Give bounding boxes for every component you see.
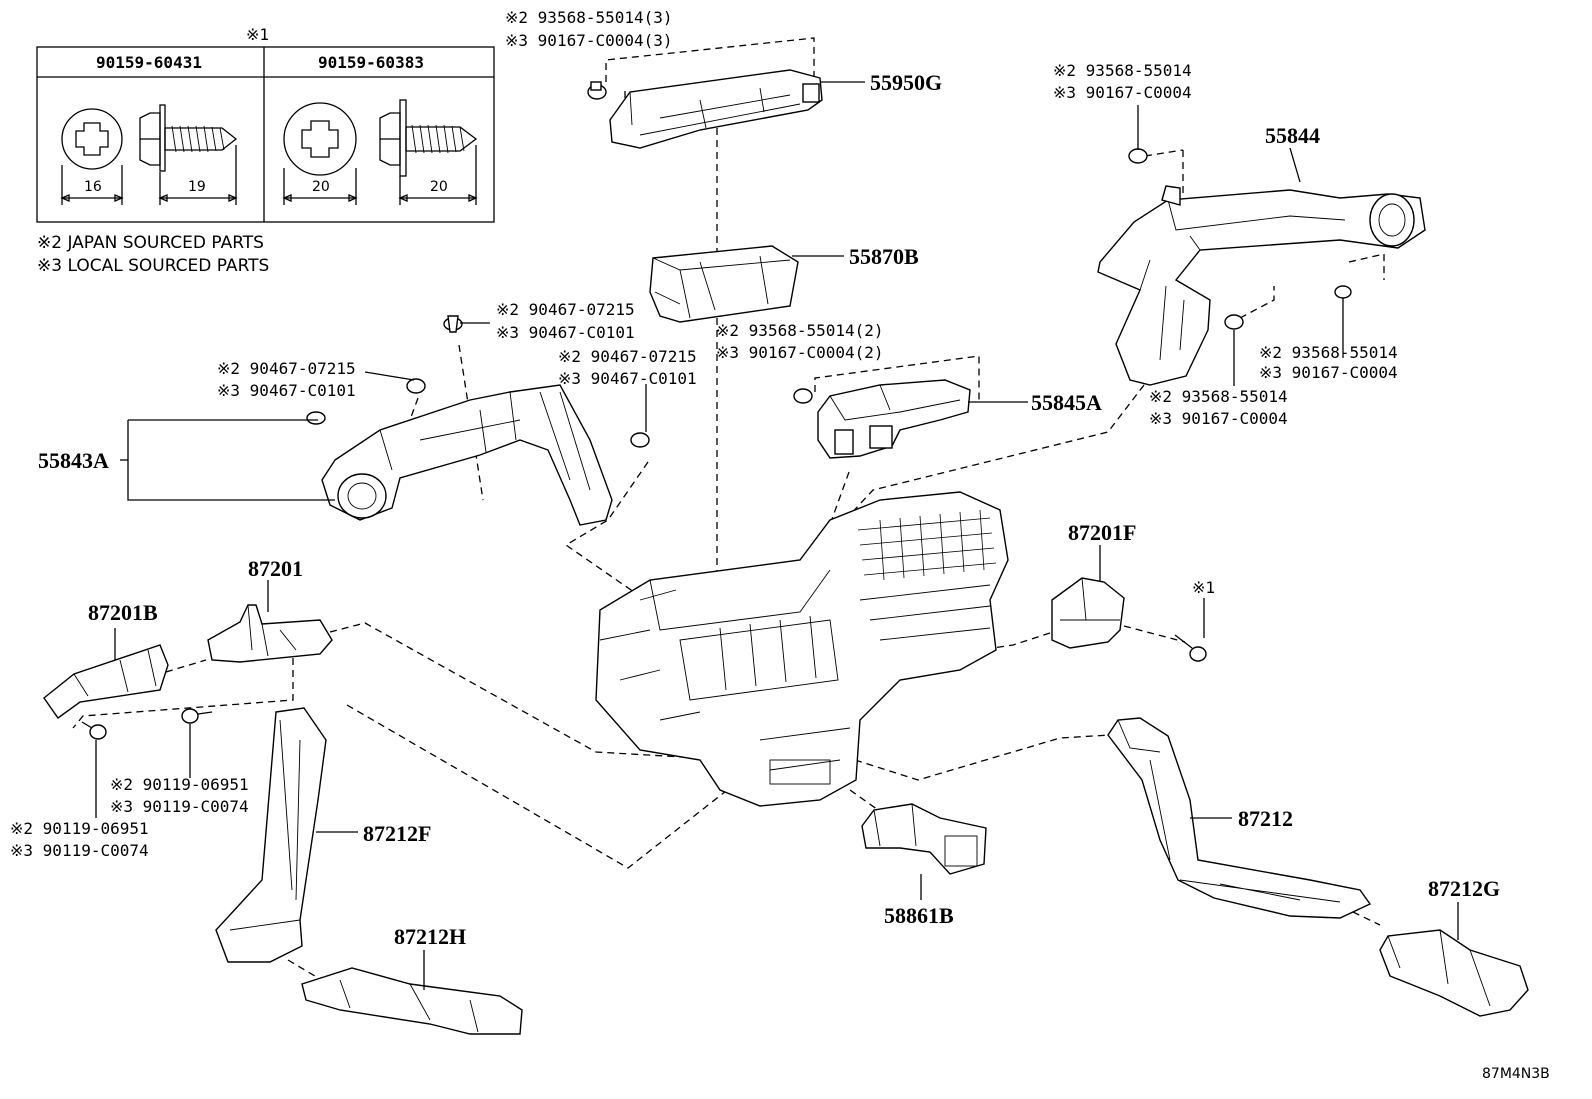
label-55950g[interactable]: 55950G (870, 70, 942, 95)
label-87212[interactable]: 87212 (1238, 806, 1293, 831)
callout-clip-left-local: ※3 90467-C0101 (217, 381, 356, 400)
callout-87201-local: ※3 90119-C0074 (110, 797, 249, 816)
hvac-unit-assembly (595, 491, 1009, 807)
part-87201b-duct[interactable] (43, 644, 169, 719)
callout-55844-top-local: ※3 90167-C0004 (1053, 83, 1192, 102)
callout-87201b-local: ※3 90119-C0074 (10, 841, 149, 860)
callout-leaders (95, 81, 1459, 990)
callout-clip-right-japan: ※2 90467-07215 (558, 347, 697, 366)
fastener-table: ※1 90159-60431 90159-60383 16 19 (36, 25, 495, 223)
clip-icon (306, 315, 650, 448)
part-55870b-duct[interactable] (649, 245, 799, 323)
callout-55950g-japan: ※2 93568-55014(3) (505, 8, 673, 27)
callout-55950g-local: ※3 90167-C0004(3) (505, 31, 673, 50)
nut-icon (1128, 148, 1352, 330)
part-87212h-duct[interactable] (301, 967, 523, 1035)
label-87201f[interactable]: 87201F (1068, 520, 1136, 545)
part-87201-duct[interactable] (207, 604, 333, 663)
label-87212g[interactable]: 87212G (1428, 876, 1500, 901)
callout-clip-top-local: ※3 90467-C0101 (496, 323, 635, 342)
tapping-screw-icon (379, 99, 478, 205)
part-55844-duct[interactable] (1097, 185, 1426, 386)
label-87212h[interactable]: 87212H (394, 924, 466, 949)
table-col1-part: 90159-60431 (96, 53, 202, 72)
nut-icon (793, 388, 813, 404)
table-col2-part: 90159-60383 (318, 53, 424, 72)
nut-icon (587, 81, 607, 100)
part-58861b-duct[interactable] (861, 803, 987, 875)
part-87212f-duct[interactable] (215, 707, 327, 963)
table-col1-length-dim: 19 (188, 179, 206, 195)
table-ref-mark: ※1 (246, 25, 269, 44)
table-col2-length-dim: 20 (430, 179, 448, 195)
part-87212-duct[interactable] (1107, 717, 1372, 919)
label-87212f[interactable]: 87212F (363, 821, 431, 846)
bolt-icon (1174, 634, 1207, 662)
part-55843a-duct[interactable] (321, 384, 613, 526)
callout-87201b-japan: ※2 90119-06951 (10, 819, 149, 838)
callout-clip-left-japan: ※2 90467-07215 (217, 359, 356, 378)
callout-55845a-local: ※3 90167-C0004(2) (716, 343, 884, 362)
part-87212g-duct[interactable] (1379, 929, 1529, 1017)
callout-55844-mid-japan: ※2 93568-55014 (1149, 387, 1288, 406)
label-87201b[interactable]: 87201B (88, 600, 158, 625)
label-55844[interactable]: 55844 (1265, 123, 1320, 148)
diagram-id: 87M4N3B (1482, 1066, 1550, 1082)
screw-head-icon (60, 108, 124, 205)
label-87201[interactable]: 87201 (248, 556, 303, 581)
part-55845a-duct[interactable] (817, 379, 971, 459)
tapping-screw-icon (139, 104, 238, 205)
callout-55844-top-japan: ※2 93568-55014 (1053, 61, 1192, 80)
callout-87201f-ref: ※1 (1192, 578, 1215, 597)
label-55845a[interactable]: 55845A (1031, 390, 1102, 415)
callout-55844-mid-local: ※3 90167-C0004 (1149, 409, 1288, 428)
callout-55844-right-japan: ※2 93568-55014 (1259, 343, 1398, 362)
table-col2-head-dim: 20 (312, 179, 330, 195)
callout-55845a-japan: ※2 93568-55014(2) (716, 321, 884, 340)
part-55950g-duct[interactable] (609, 69, 823, 149)
table-border (36, 46, 495, 223)
part-87201f-bracket[interactable] (1051, 577, 1125, 649)
label-55843a[interactable]: 55843A (38, 448, 109, 473)
note-local-sourced: ※3 LOCAL SOURCED PARTS (37, 256, 269, 276)
screw-head-icon (282, 102, 358, 205)
label-58861b[interactable]: 58861B (884, 903, 954, 928)
table-col1-head-dim: 16 (84, 179, 102, 195)
note-japan-sourced: ※2 JAPAN SOURCED PARTS (37, 233, 264, 253)
callout-clip-right-local: ※3 90467-C0101 (558, 369, 697, 388)
bolt-icon (81, 708, 213, 740)
callout-clip-top-japan: ※2 90467-07215 (496, 300, 635, 319)
callout-87201-japan: ※2 90119-06951 (110, 775, 249, 794)
label-55870b[interactable]: 55870B (849, 244, 919, 269)
callout-55844-right-local: ※3 90167-C0004 (1259, 363, 1398, 382)
